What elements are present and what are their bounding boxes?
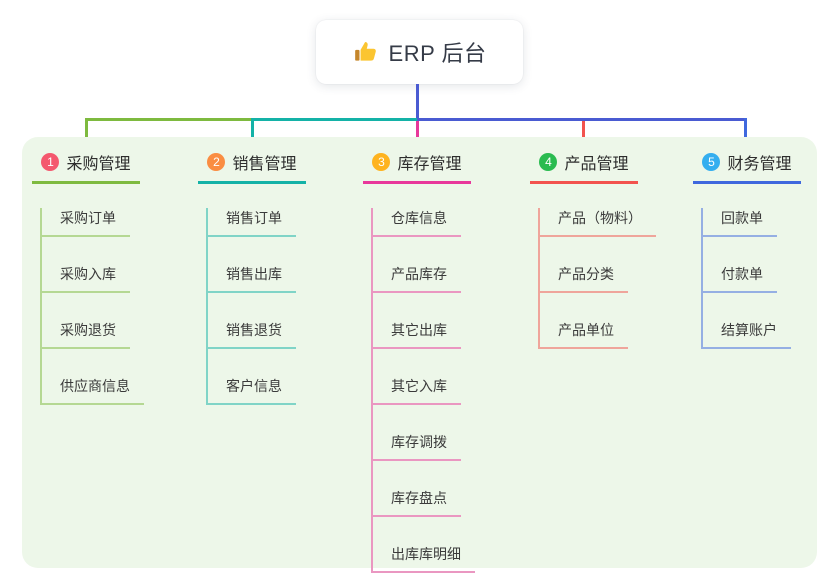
node-label: 产品库存 xyxy=(373,264,461,293)
connector-drop-finance xyxy=(744,118,747,145)
branches-panel: 1 采购管理 采购订单 采购入库 采购退货 供应商信息 2 销售管理 销售订单 … xyxy=(22,137,817,573)
node-label: 库存调拨 xyxy=(373,432,461,461)
node-label: 采购入库 xyxy=(42,264,130,293)
mindmap-node[interactable]: 客户信息 xyxy=(208,376,306,405)
root-node[interactable]: ERP 后台 xyxy=(316,20,523,84)
branch-number-badge: 2 xyxy=(207,153,226,171)
mindmap-node[interactable]: 其它出库 xyxy=(373,320,475,349)
branch-title-sales[interactable]: 2 销售管理 xyxy=(198,150,306,184)
node-label: 其它出库 xyxy=(373,320,461,349)
node-label: 回款单 xyxy=(703,208,777,237)
mindmap-node[interactable]: 采购订单 xyxy=(42,208,144,237)
node-label: 付款单 xyxy=(703,264,777,293)
branch-children: 回款单 付款单 结算账户 xyxy=(701,208,801,349)
branch-children: 产品（物料） 产品分类 产品单位 xyxy=(538,208,656,349)
connector-drop-purchase xyxy=(85,118,88,145)
mindmap-node[interactable]: 库存调拨 xyxy=(373,432,475,461)
mindmap-node[interactable]: 付款单 xyxy=(703,264,801,293)
branch-children: 采购订单 采购入库 采购退货 供应商信息 xyxy=(40,208,144,405)
connector-drop-sales xyxy=(251,118,254,145)
node-label: 仓库信息 xyxy=(373,208,461,237)
mindmap-node[interactable]: 产品（物料） xyxy=(540,208,656,237)
node-label: 其它入库 xyxy=(373,376,461,405)
connector-root-stem xyxy=(416,84,419,121)
branch-title-label: 采购管理 xyxy=(66,156,131,173)
branch-number-badge: 5 xyxy=(702,153,721,171)
branch-title-label: 财务管理 xyxy=(727,156,792,173)
branch-title-inventory[interactable]: 3 库存管理 xyxy=(363,150,471,184)
mindmap-node[interactable]: 产品库存 xyxy=(373,264,475,293)
node-label: 产品（物料） xyxy=(540,208,656,237)
connector-bus-mid xyxy=(251,118,418,121)
node-label: 采购订单 xyxy=(42,208,130,237)
branch-purchase: 1 采购管理 采购订单 采购入库 采购退货 供应商信息 xyxy=(32,150,144,405)
branch-children: 销售订单 销售出库 销售退货 客户信息 xyxy=(206,208,306,405)
mindmap-node[interactable]: 仓库信息 xyxy=(373,208,475,237)
branch-inventory: 3 库存管理 仓库信息 产品库存 其它出库 其它入库 库存调拨 库存盘点 出库库… xyxy=(363,150,475,573)
thumbs-up-icon xyxy=(354,42,376,61)
branch-number-badge: 1 xyxy=(41,153,60,171)
mindmap-node[interactable]: 结算账户 xyxy=(703,320,801,349)
mindmap-node[interactable]: 库存盘点 xyxy=(373,488,475,517)
node-label: 销售退货 xyxy=(208,320,296,349)
branch-title-label: 销售管理 xyxy=(232,156,297,173)
mindmap-node[interactable]: 其它入库 xyxy=(373,376,475,405)
node-label: 出库库明细 xyxy=(373,544,475,573)
connector-drop-inventory xyxy=(416,121,419,145)
connector-drop-product xyxy=(582,121,585,145)
mindmap-node[interactable]: 出库库明细 xyxy=(373,544,475,573)
connector-bus-right xyxy=(417,118,747,121)
branch-title-finance[interactable]: 5 财务管理 xyxy=(693,150,801,184)
branch-sales: 2 销售管理 销售订单 销售出库 销售退货 客户信息 xyxy=(198,150,306,405)
node-label: 客户信息 xyxy=(208,376,296,405)
node-label: 产品单位 xyxy=(540,320,628,349)
mindmap-node[interactable]: 销售订单 xyxy=(208,208,306,237)
node-label: 销售订单 xyxy=(208,208,296,237)
branch-title-purchase[interactable]: 1 采购管理 xyxy=(32,150,140,184)
branch-number-badge: 3 xyxy=(372,153,391,171)
mindmap-node[interactable]: 供应商信息 xyxy=(42,376,144,405)
root-node-label: ERP 后台 xyxy=(388,41,487,66)
mindmap-node[interactable]: 产品单位 xyxy=(540,320,656,349)
branch-number-badge: 4 xyxy=(539,153,558,171)
mindmap-node[interactable]: 销售出库 xyxy=(208,264,306,293)
branch-title-label: 产品管理 xyxy=(564,156,629,173)
branch-product: 4 产品管理 产品（物料） 产品分类 产品单位 xyxy=(530,150,656,349)
node-label: 采购退货 xyxy=(42,320,130,349)
node-label: 结算账户 xyxy=(703,320,791,349)
branch-children: 仓库信息 产品库存 其它出库 其它入库 库存调拨 库存盘点 出库库明细 xyxy=(371,208,475,573)
branch-finance: 5 财务管理 回款单 付款单 结算账户 xyxy=(693,150,801,349)
mindmap-node[interactable]: 产品分类 xyxy=(540,264,656,293)
node-label: 库存盘点 xyxy=(373,488,461,517)
node-label: 产品分类 xyxy=(540,264,628,293)
mindmap-node[interactable]: 销售退货 xyxy=(208,320,306,349)
branch-title-product[interactable]: 4 产品管理 xyxy=(530,150,638,184)
mindmap-node[interactable]: 回款单 xyxy=(703,208,801,237)
mindmap-node[interactable]: 采购退货 xyxy=(42,320,144,349)
connector-bus-left xyxy=(85,118,251,121)
branch-title-label: 库存管理 xyxy=(397,156,462,173)
mindmap-node[interactable]: 采购入库 xyxy=(42,264,144,293)
node-label: 供应商信息 xyxy=(42,376,144,405)
node-label: 销售出库 xyxy=(208,264,296,293)
